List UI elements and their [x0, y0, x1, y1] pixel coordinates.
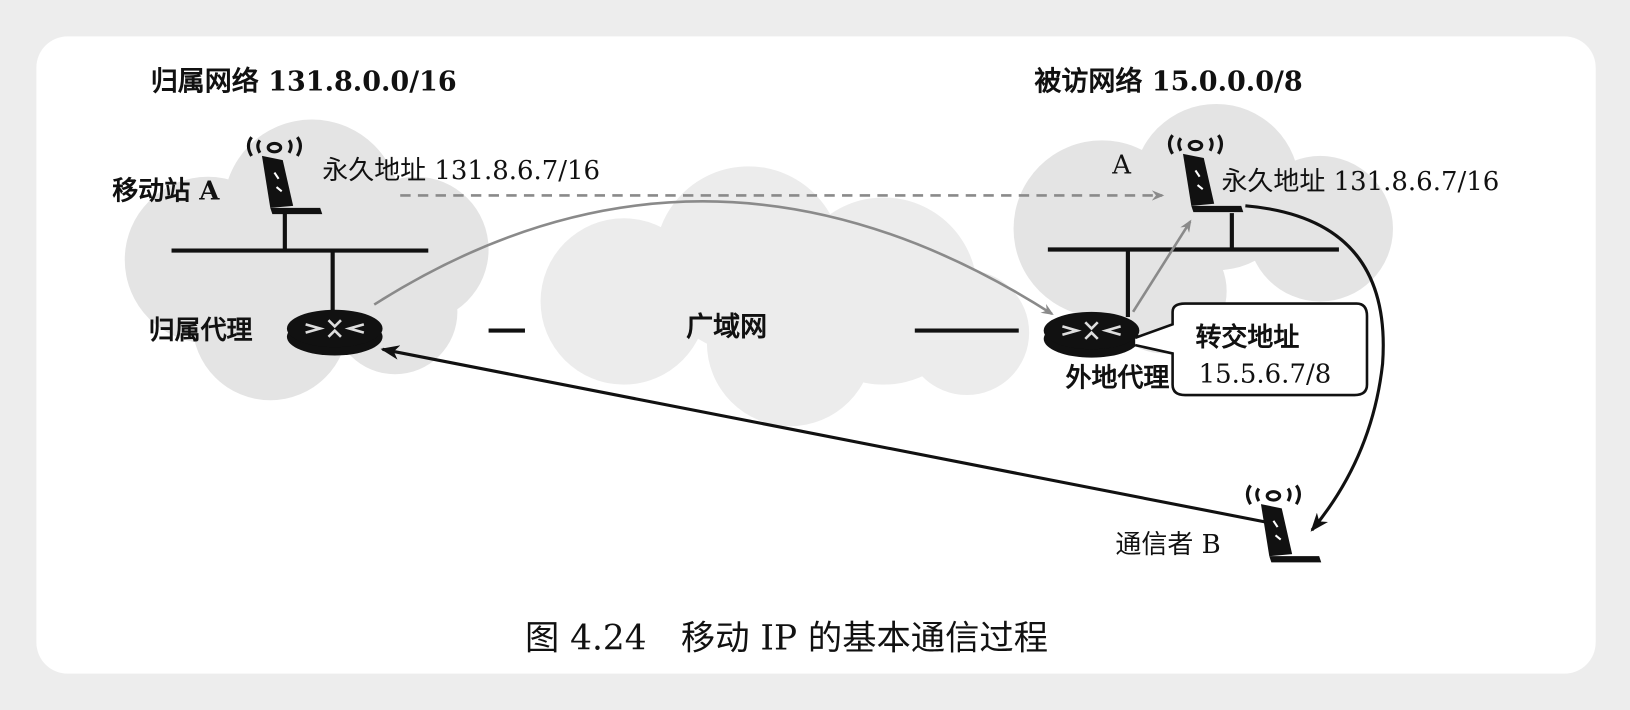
wan-cloud	[540, 166, 1030, 427]
home-agent-router-icon	[285, 308, 384, 357]
care-of-address-callout	[1134, 302, 1369, 397]
reply-arrow	[1245, 204, 1385, 532]
figure-number: 图 4.24	[525, 619, 647, 659]
wan-label: 广域网	[686, 312, 767, 343]
home-agent-label: 归属代理	[149, 316, 253, 346]
figure-caption: 移动 IP 的基本通信过程	[681, 619, 1048, 659]
visited-network-label: 被访网络 15.0.0.0/8	[1034, 65, 1302, 97]
mobile-station-label: 移动站 A	[112, 177, 220, 207]
care-of-title: 转交地址	[1195, 322, 1299, 353]
visiting-station-address: 永久地址 131.8.6.7/16	[1221, 167, 1499, 197]
mobile-station-address: 永久地址 131.8.6.7/16	[322, 156, 600, 186]
correspondent-to-home-arrow	[380, 345, 1282, 527]
delivery-arrow	[1131, 219, 1192, 313]
care-of-address: 15.5.6.7/8	[1199, 360, 1332, 390]
home-network-label: 归属网络 131.8.0.0/16	[151, 65, 457, 97]
tunnel-arrow	[373, 200, 1054, 316]
visiting-station-label: A	[1111, 151, 1131, 181]
correspondent-label: 通信者 B	[1115, 530, 1220, 560]
foreign-agent-label: 外地代理	[1066, 364, 1170, 394]
foreign-agent-router-icon	[1042, 310, 1141, 359]
